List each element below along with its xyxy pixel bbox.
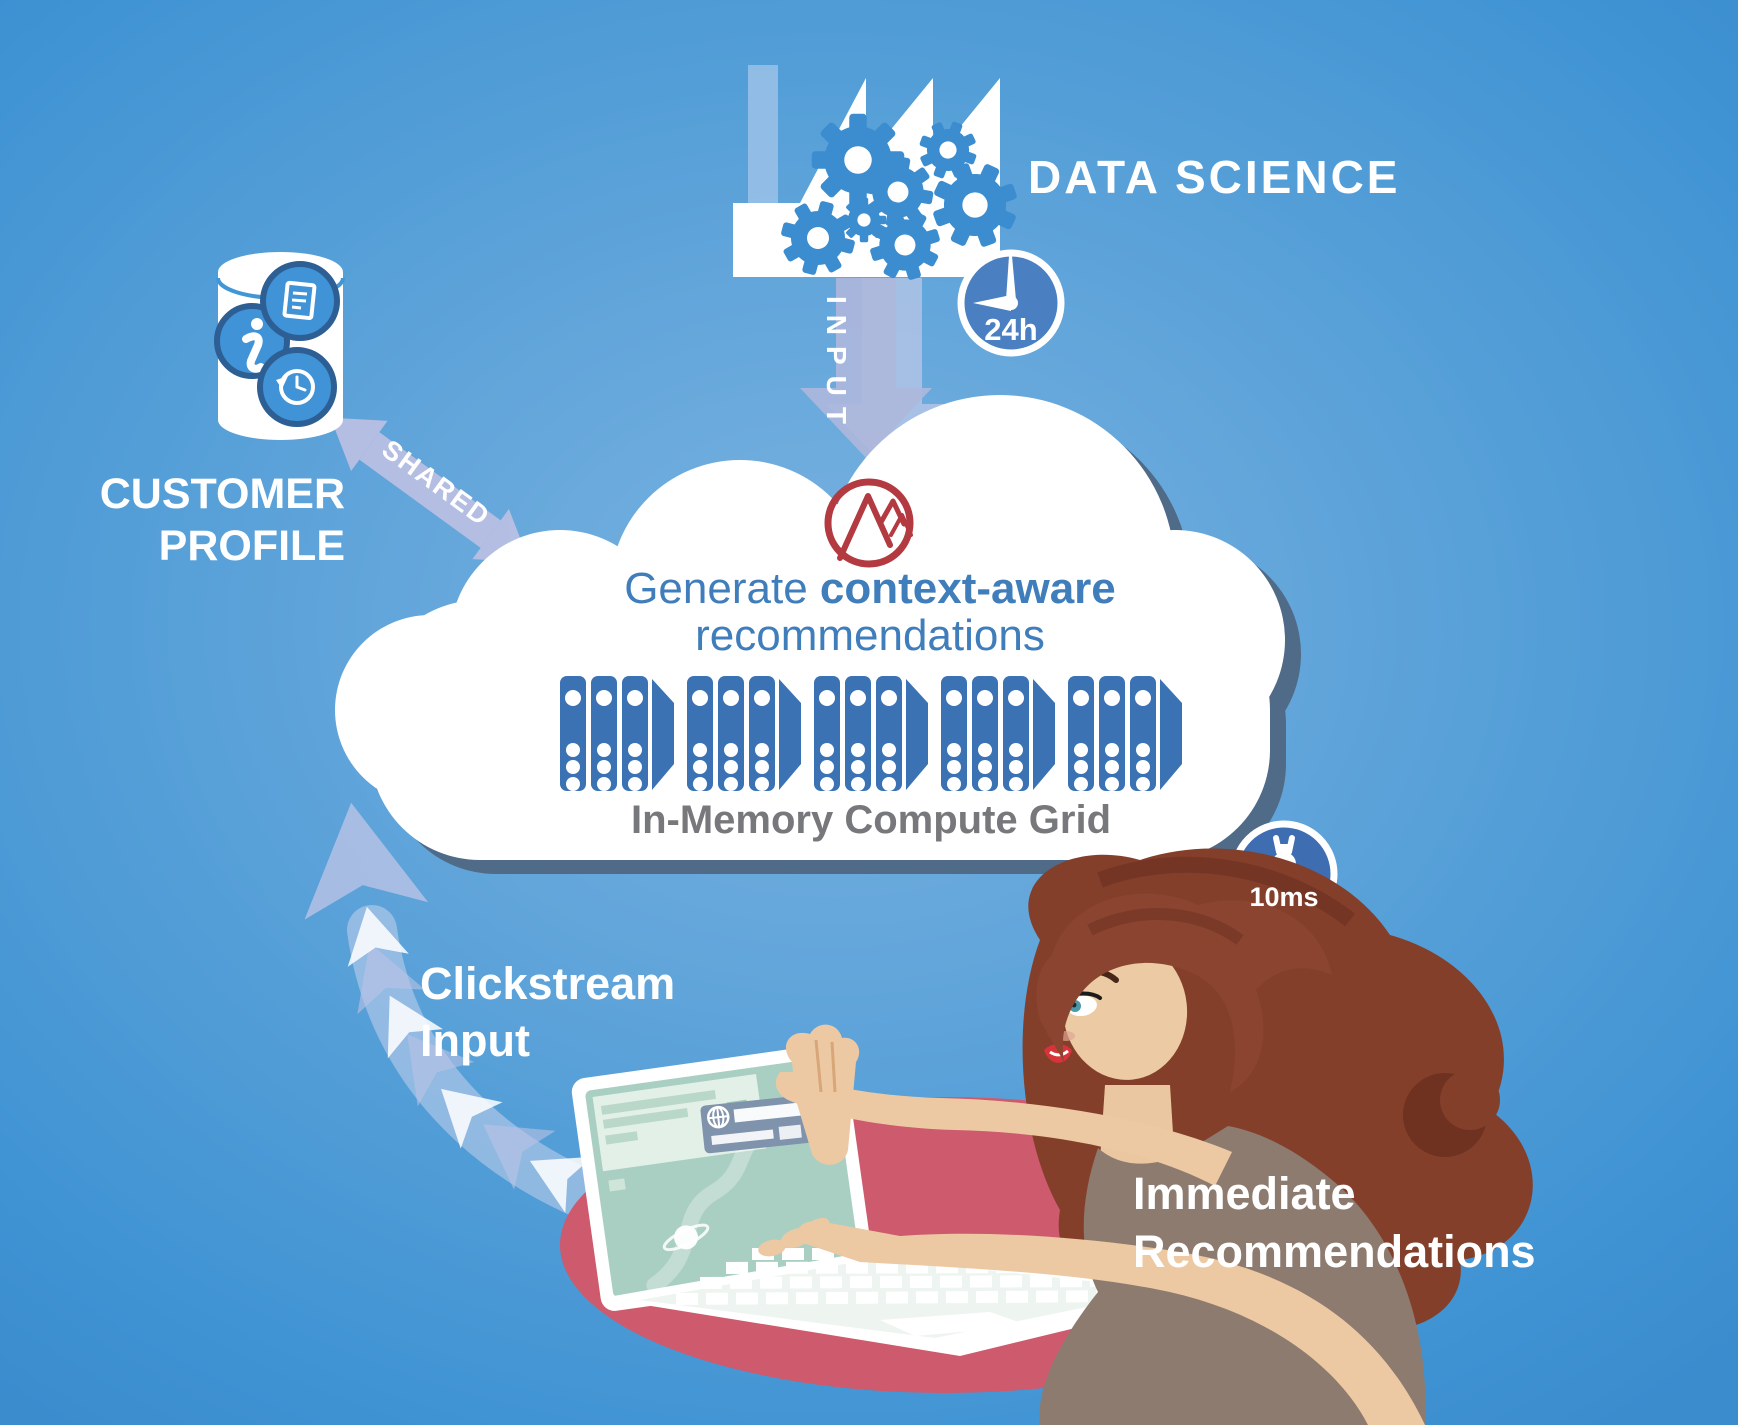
data-science-label: DATA SCIENCE <box>1028 151 1401 203</box>
clickstream-label-line1: Clickstream <box>420 958 676 1009</box>
clickstream-label-line2: Input <box>420 1015 530 1066</box>
server-rack-icon <box>560 676 1182 791</box>
document-icon <box>260 261 340 341</box>
cloud-headline-prefix: Generate <box>624 564 820 613</box>
database-icon <box>214 252 345 440</box>
input-arrow-label: INPUT <box>821 296 852 435</box>
cloud-headline: Generate context-aware <box>520 564 1220 614</box>
history-icon <box>257 347 337 427</box>
recommendations-label-line2: Recommendations <box>1133 1226 1536 1277</box>
refresh-badge-label: 24h <box>984 312 1038 347</box>
factory-icon <box>733 78 1032 293</box>
arm-holding-card <box>775 1024 1232 1186</box>
recommendations-label-line1: Immediate <box>1133 1168 1356 1219</box>
latency-badge-label: 10ms <box>1249 882 1319 912</box>
hair-front <box>1036 893 1332 1092</box>
factory-chimney <box>748 65 778 205</box>
credit-card-icon <box>700 1094 822 1154</box>
cloud-headline-emphasis: context-aware <box>819 564 1116 613</box>
clock-24h-icon <box>957 249 1065 357</box>
arm-typing <box>758 1217 1425 1425</box>
customer-profile-label-line1: CUSTOMER <box>99 470 345 518</box>
customer-profile-label-line2: PROFILE <box>158 522 345 570</box>
woman-illustration <box>571 848 1533 1425</box>
cloud-headline-line2: recommendations <box>695 611 1045 660</box>
compute-grid-caption: In-Memory Compute Grid <box>630 798 1112 842</box>
mountain-logo-icon <box>824 478 914 568</box>
